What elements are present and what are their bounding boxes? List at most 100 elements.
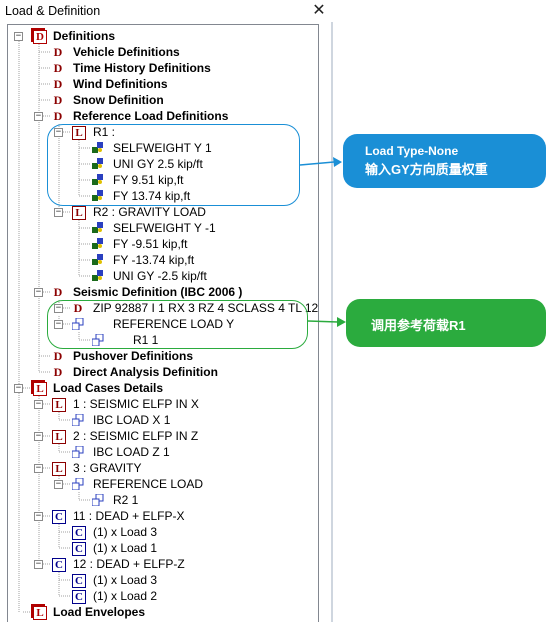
collapse-icon[interactable]: − [54,479,63,489]
tree-node-r2-item[interactable]: FY -9.51 kip,ft [0,236,330,252]
definition-icon: D [53,61,63,75]
collapse-icon[interactable]: − [34,111,43,121]
definition-icon: D [53,109,63,123]
tree-node-vehicle[interactable]: D Vehicle Definitions [0,44,330,60]
reference-load-icon [71,413,84,427]
node-label: UNI GY -2.5 kip/ft [113,269,207,283]
node-label: 1 : SEISMIC ELFP IN X [73,397,199,411]
definition-icon: D [53,365,63,379]
tree-node-load-cases[interactable]: − L Load Cases Details [0,380,330,396]
tree-node-r2-item[interactable]: SELFWEIGHT Y -1 [0,220,330,236]
close-icon[interactable]: ✕ [312,2,326,19]
tree-node-case-3[interactable]: − L 3 : GRAVITY [0,460,330,476]
node-label: Load Cases Details [53,381,164,395]
combination-icon: C [72,526,86,540]
tree-node-reference-load-y[interactable]: − REFERENCE LOAD Y [0,316,330,332]
collapse-icon[interactable]: − [34,511,43,521]
node-label: 2 : SEISMIC ELFP IN Z [73,429,199,443]
load-item-icon [92,174,104,186]
collapse-icon[interactable]: − [14,383,23,393]
node-label: UNI GY 2.5 kip/ft [113,157,203,171]
tree-node-r1-item[interactable]: UNI GY 2.5 kip/ft [0,156,330,172]
tree-node-snow[interactable]: D Snow Definition [0,92,330,108]
tree-node-direct-analysis[interactable]: D Direct Analysis Definition [0,364,330,380]
collapse-icon[interactable]: − [34,463,43,473]
node-label: FY 13.74 kip,ft [113,189,191,203]
tree-node-r1-item[interactable]: FY 13.74 kip,ft [0,188,330,204]
tree-node-r1[interactable]: − L R1 : [0,124,330,140]
node-label: FY 9.51 kip,ft [113,173,184,187]
tree-node-pushover[interactable]: D Pushover Definitions [0,348,330,364]
tree-node-case-2-item[interactable]: IBC LOAD Z 1 [0,444,330,460]
node-label: Direct Analysis Definition [73,365,218,379]
combination-icon: C [72,590,86,604]
blue-highlight-outline [47,124,300,206]
reference-load-icon [91,493,104,507]
tree-node-wind[interactable]: D Wind Definitions [0,76,330,92]
node-label: SELFWEIGHT Y 1 [113,141,212,155]
node-label: IBC LOAD Z 1 [93,445,170,459]
tree-node-case-11-item[interactable]: C (1) x Load 3 [0,524,330,540]
collapse-icon[interactable]: − [54,319,63,329]
load-case-icon: L [52,430,66,444]
reference-load-icon [71,477,84,491]
tree-node-case-3-sub[interactable]: R2 1 [0,492,330,508]
tree-node-r2-item[interactable]: UNI GY -2.5 kip/ft [0,268,330,284]
tree-node-envelopes[interactable]: L Load Envelopes [0,604,330,620]
definition-icon: D [53,349,63,363]
tree-node-definitions[interactable]: − D Definitions [0,28,330,44]
definition-icon: D [53,93,63,107]
tree-node-r1-1[interactable]: R1 1 [0,332,330,348]
tree-node-case-11-item[interactable]: C (1) x Load 1 [0,540,330,556]
load-case-icon: L [52,398,66,412]
node-label: IBC LOAD X 1 [93,413,171,427]
tree-node-case-2[interactable]: − L 2 : SEISMIC ELFP IN Z [0,428,330,444]
load-item-icon [92,142,104,154]
combination-icon: C [72,574,86,588]
node-label: Vehicle Definitions [73,45,180,59]
node-label: R1 : [93,125,116,139]
tree-node-case-1[interactable]: − L 1 : SEISMIC ELFP IN X [0,396,330,412]
reference-load-icon [71,445,84,459]
load-cases-folder-icon: L [33,382,47,396]
combination-icon: C [52,510,66,524]
collapse-icon[interactable]: − [34,399,43,409]
tree-node-case-1-item[interactable]: IBC LOAD X 1 [0,412,330,428]
tree-node-r2[interactable]: − L R2 : GRAVITY LOAD [0,204,330,220]
node-label: (1) x Load 1 [93,541,158,555]
collapse-icon[interactable]: − [34,431,43,441]
load-item-icon [92,222,104,234]
panel-titlebar: Load & Definition ✕ [0,0,333,22]
collapse-icon[interactable]: − [34,287,43,297]
green-highlight-outline [47,300,308,349]
node-label: REFERENCE LOAD Y [113,317,235,331]
node-label: R2 : GRAVITY LOAD [93,205,206,219]
tree-node-case-12[interactable]: − C 12 : DEAD + ELFP-Z [0,556,330,572]
node-label: 3 : GRAVITY [73,461,142,475]
node-label: Definitions [53,29,115,43]
tree-node-case-11[interactable]: − C 11 : DEAD + ELFP-X [0,508,330,524]
collapse-icon[interactable]: − [34,559,43,569]
tree-node-time-history[interactable]: D Time History Definitions [0,60,330,76]
collapse-icon[interactable]: − [14,31,23,41]
tree-node-r2-item[interactable]: FY -13.74 kip,ft [0,252,330,268]
tree-node-reference-load[interactable]: − D Reference Load Definitions [0,108,330,124]
annotation-text: Load Type-None [365,144,459,158]
definitions-folder-icon: D [33,30,47,44]
load-definition-panel [331,0,333,622]
tree-node-case-12-item[interactable]: C (1) x Load 2 [0,588,330,604]
tree-node-r1-item[interactable]: SELFWEIGHT Y 1 [0,140,330,156]
node-label: Reference Load Definitions [73,109,229,123]
node-label: 12 : DEAD + ELFP-Z [73,557,185,571]
collapse-icon[interactable]: − [54,207,63,217]
annotation-note-blue: Load Type-None 输入GY方向质量权重 [343,134,546,188]
node-label: R2 1 [113,493,139,507]
node-label: REFERENCE LOAD [93,477,204,491]
tree-node-seismic[interactable]: − D Seismic Definition (IBC 2006 ) [0,284,330,300]
tree-node-case-12-item[interactable]: C (1) x Load 3 [0,572,330,588]
node-label: Time History Definitions [73,61,211,75]
node-label: FY -13.74 kip,ft [113,253,195,267]
annotation-note-green: 调用参考荷载R1 [346,299,546,347]
tree-node-case-3-item[interactable]: − REFERENCE LOAD [0,476,330,492]
tree-node-r1-item[interactable]: FY 9.51 kip,ft [0,172,330,188]
